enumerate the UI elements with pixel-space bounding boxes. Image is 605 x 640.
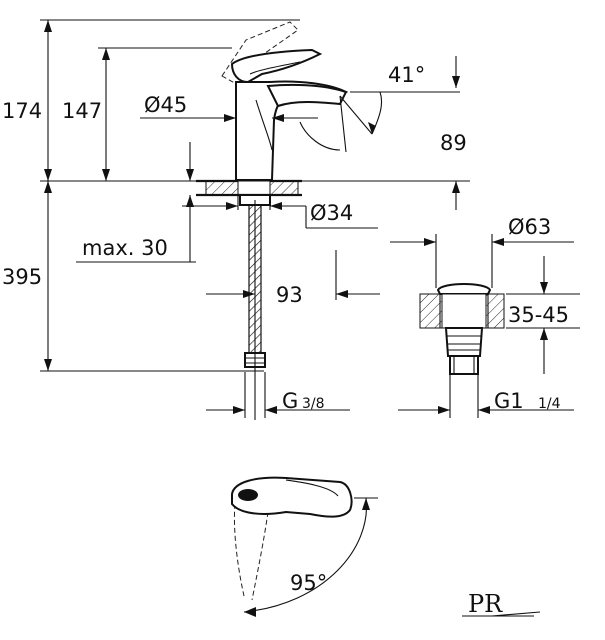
dim-g114-fraction: 1/4 xyxy=(538,396,561,412)
dimension-lines xyxy=(40,19,460,418)
spout xyxy=(266,83,348,108)
dim-41deg-label: 41° xyxy=(388,63,425,87)
lever xyxy=(230,48,323,84)
dim-dia45-label: Ø45 xyxy=(144,93,187,117)
waste-dimension-lines xyxy=(390,234,580,418)
dim-89-label: 89 xyxy=(440,131,467,155)
pr-logo: PR xyxy=(462,590,541,618)
dim-dia63-label: Ø63 xyxy=(508,215,551,239)
dim-dia34-label: Ø34 xyxy=(310,201,353,225)
dim-147-label: 147 xyxy=(62,99,102,123)
dim-93-label: 93 xyxy=(276,283,303,307)
faucet-side-view xyxy=(40,21,470,420)
dim-174-label: 174 xyxy=(2,99,42,123)
dim-95deg-label: 95° xyxy=(290,571,327,595)
dim-max30-label: max. 30 xyxy=(82,236,168,260)
dim-395-label: 395 xyxy=(2,265,42,289)
pop-up-waste xyxy=(419,283,505,375)
dim-3545-label: 35-45 xyxy=(508,303,569,327)
dim-g38-label: G xyxy=(282,389,298,413)
faucet-top-view xyxy=(231,476,378,617)
dim-g114-label: G1 xyxy=(494,389,524,413)
svg-text:PR: PR xyxy=(468,590,503,618)
dim-g38-fraction: 3/8 xyxy=(302,396,325,412)
